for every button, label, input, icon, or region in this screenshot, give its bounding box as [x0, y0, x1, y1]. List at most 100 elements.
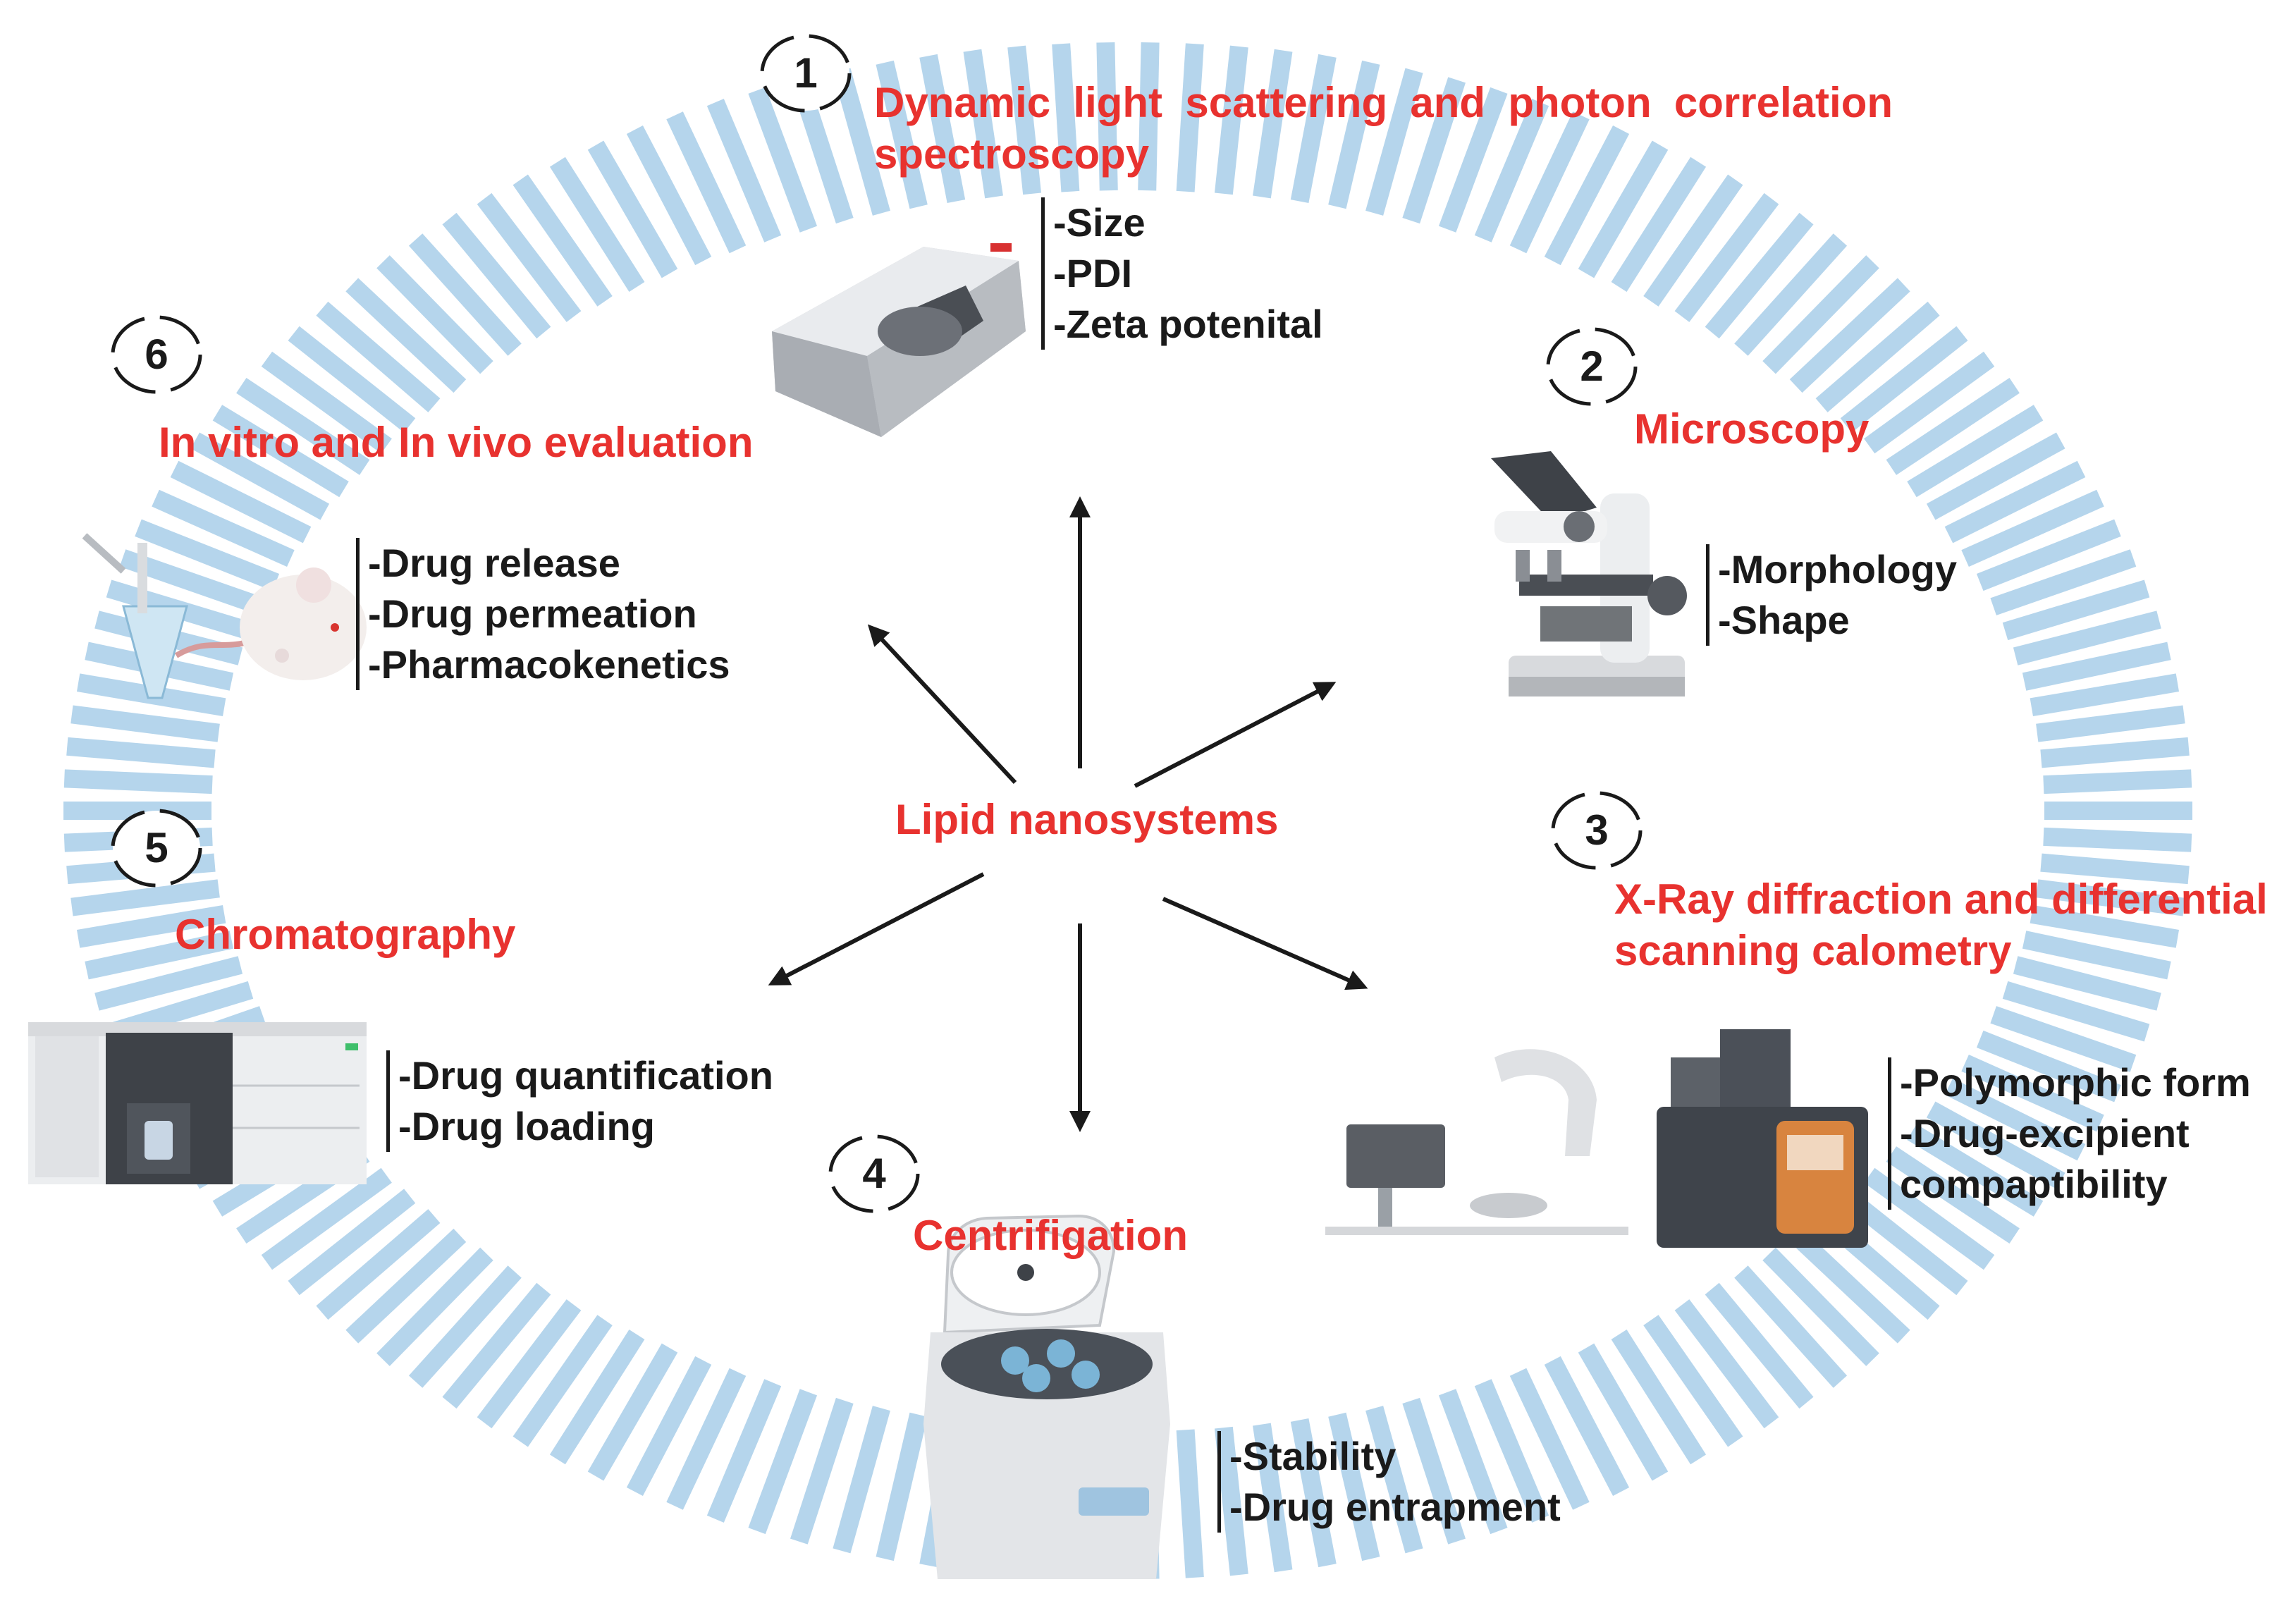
- ring-stripe: [1544, 1356, 1630, 1496]
- ring-stripe: [63, 769, 213, 794]
- ring-stripe: [1976, 1030, 2121, 1103]
- number-circle-4: [828, 1134, 920, 1213]
- method-1-title-line-1: Dynamic light scattering and photon corr…: [874, 79, 1893, 126]
- method-4-number: 4: [862, 1150, 886, 1197]
- method-4-item: -Stability: [1229, 1434, 1396, 1478]
- arrow-to-method-5: [768, 872, 985, 986]
- center-label: Lipid nanosystems: [895, 796, 1279, 843]
- ring-stripe: [2043, 769, 2192, 794]
- method-2-item: -Shape: [1718, 598, 1850, 642]
- ring-stripe: [1961, 489, 2104, 567]
- method-6-number: 6: [145, 331, 168, 378]
- ring-stripe: [1096, 42, 1118, 191]
- ring-stripe: [1976, 519, 2121, 591]
- method-1-parameters: -Size -PDI -Zeta potenital: [1041, 197, 1323, 350]
- method-2-parameters: -Morphology -Shape: [1706, 544, 1957, 646]
- ring-stripe: [1438, 87, 1508, 233]
- ring-stripe: [1643, 1315, 1743, 1447]
- ring-stripe: [170, 460, 312, 544]
- ring-stripe: [2013, 610, 2161, 665]
- number-circle-5: [111, 809, 202, 888]
- ring-stripe: [288, 1189, 416, 1296]
- ring-stripe: [1907, 1124, 2044, 1217]
- ring-stripe: [2022, 931, 2171, 980]
- ring-stripe: [212, 405, 349, 498]
- ring-stripe: [376, 255, 493, 374]
- ring-stripe: [477, 1299, 582, 1429]
- ring-stripe: [1007, 45, 1042, 195]
- ring-stripe: [1611, 1330, 1707, 1465]
- method-3-title-line-2: scanning calometry: [1614, 927, 2012, 974]
- ring-stripe: [70, 879, 220, 916]
- ring-stripe: [2040, 737, 2190, 768]
- ring-stripe: [1474, 99, 1549, 243]
- ring-stripe: [512, 1315, 613, 1447]
- ring-stripe: [512, 174, 613, 307]
- ring-stripe: [748, 1389, 818, 1535]
- ring-stripe: [1643, 174, 1743, 307]
- method-3-item: compaptibility: [1900, 1162, 2168, 1206]
- method-4-parameters: -Stability -Drug entrapment: [1217, 1431, 1561, 1533]
- method-4-item: -Drug entrapment: [1229, 1485, 1561, 1529]
- ring-stripe: [477, 192, 582, 322]
- ring-stripe: [790, 1397, 854, 1545]
- ring-stripe: [1544, 125, 1630, 266]
- ring-stripe: [1926, 1101, 2065, 1189]
- ring-stripe: [1705, 1282, 1814, 1409]
- method-3-number: 3: [1585, 806, 1609, 854]
- number-circles: [111, 34, 1643, 1213]
- ring-stripe: [236, 377, 370, 475]
- method-1-item: -Zeta potenital: [1053, 302, 1323, 346]
- ring-stripe: [1052, 43, 1080, 192]
- ring-stripe: [1290, 54, 1337, 204]
- ring-stripe: [442, 1282, 551, 1409]
- ring-stripe: [1214, 1426, 1248, 1576]
- ring-stripe: [1734, 233, 1848, 356]
- ring-stripe: [408, 1265, 522, 1388]
- ring-stripe: [1705, 212, 1814, 339]
- ring-stripe: [316, 1209, 441, 1320]
- ring-stripe: [919, 54, 966, 204]
- ring-stripe: [748, 87, 818, 233]
- ring-stripe: [1402, 77, 1466, 224]
- ring-stripe: [1290, 1418, 1337, 1568]
- ring-stripe: [85, 931, 234, 980]
- ring-stripe: [2040, 853, 2190, 885]
- method-3-parameters: -Polymorphic form -Drug-excipient compap…: [1888, 1057, 2251, 1210]
- number-circle-2: [1546, 327, 1638, 406]
- ring-stripe: [587, 1343, 678, 1481]
- particle-size-analyzer-icon: [772, 243, 1026, 437]
- ring-stripe: [94, 956, 243, 1011]
- ring-stripe: [587, 140, 678, 278]
- ring-stripe: [1138, 42, 1160, 191]
- method-3-item: -Polymorphic form: [1900, 1060, 2251, 1105]
- arrow-to-method-2: [1134, 682, 1337, 788]
- number-circle-6: [111, 315, 202, 394]
- ring-stripe: [376, 1247, 493, 1366]
- ring-stripe: [963, 49, 1003, 199]
- method-3-title-line-1: X-Ray diffraction and differential: [1614, 876, 2268, 923]
- ring-stripe: [66, 737, 216, 768]
- ring-stripe: [1944, 460, 2086, 544]
- ring-stripe: [345, 278, 467, 393]
- ring-stripe: [1944, 1078, 2086, 1161]
- ring-stripe: [70, 705, 220, 742]
- ring-stripe: [1509, 1368, 1590, 1510]
- ring-stripe: [190, 432, 330, 520]
- ring-stripe: [2030, 673, 2180, 717]
- method-1-item: -Size: [1053, 200, 1146, 245]
- method-5-item: -Drug loading: [398, 1104, 655, 1148]
- ring-stripe: [316, 301, 441, 412]
- ring-stripe: [876, 60, 928, 209]
- ring-stripe: [288, 326, 416, 433]
- ring-stripe: [626, 125, 712, 266]
- ring-stripe: [1253, 1423, 1293, 1573]
- method-2-item: -Morphology: [1718, 547, 1958, 591]
- ring-stripe: [1328, 1412, 1380, 1561]
- ring-stripe: [2043, 827, 2192, 852]
- ring-stripe: [666, 111, 747, 254]
- ring-stripe: [626, 1356, 712, 1496]
- method-5-title: Chromatography: [175, 911, 516, 958]
